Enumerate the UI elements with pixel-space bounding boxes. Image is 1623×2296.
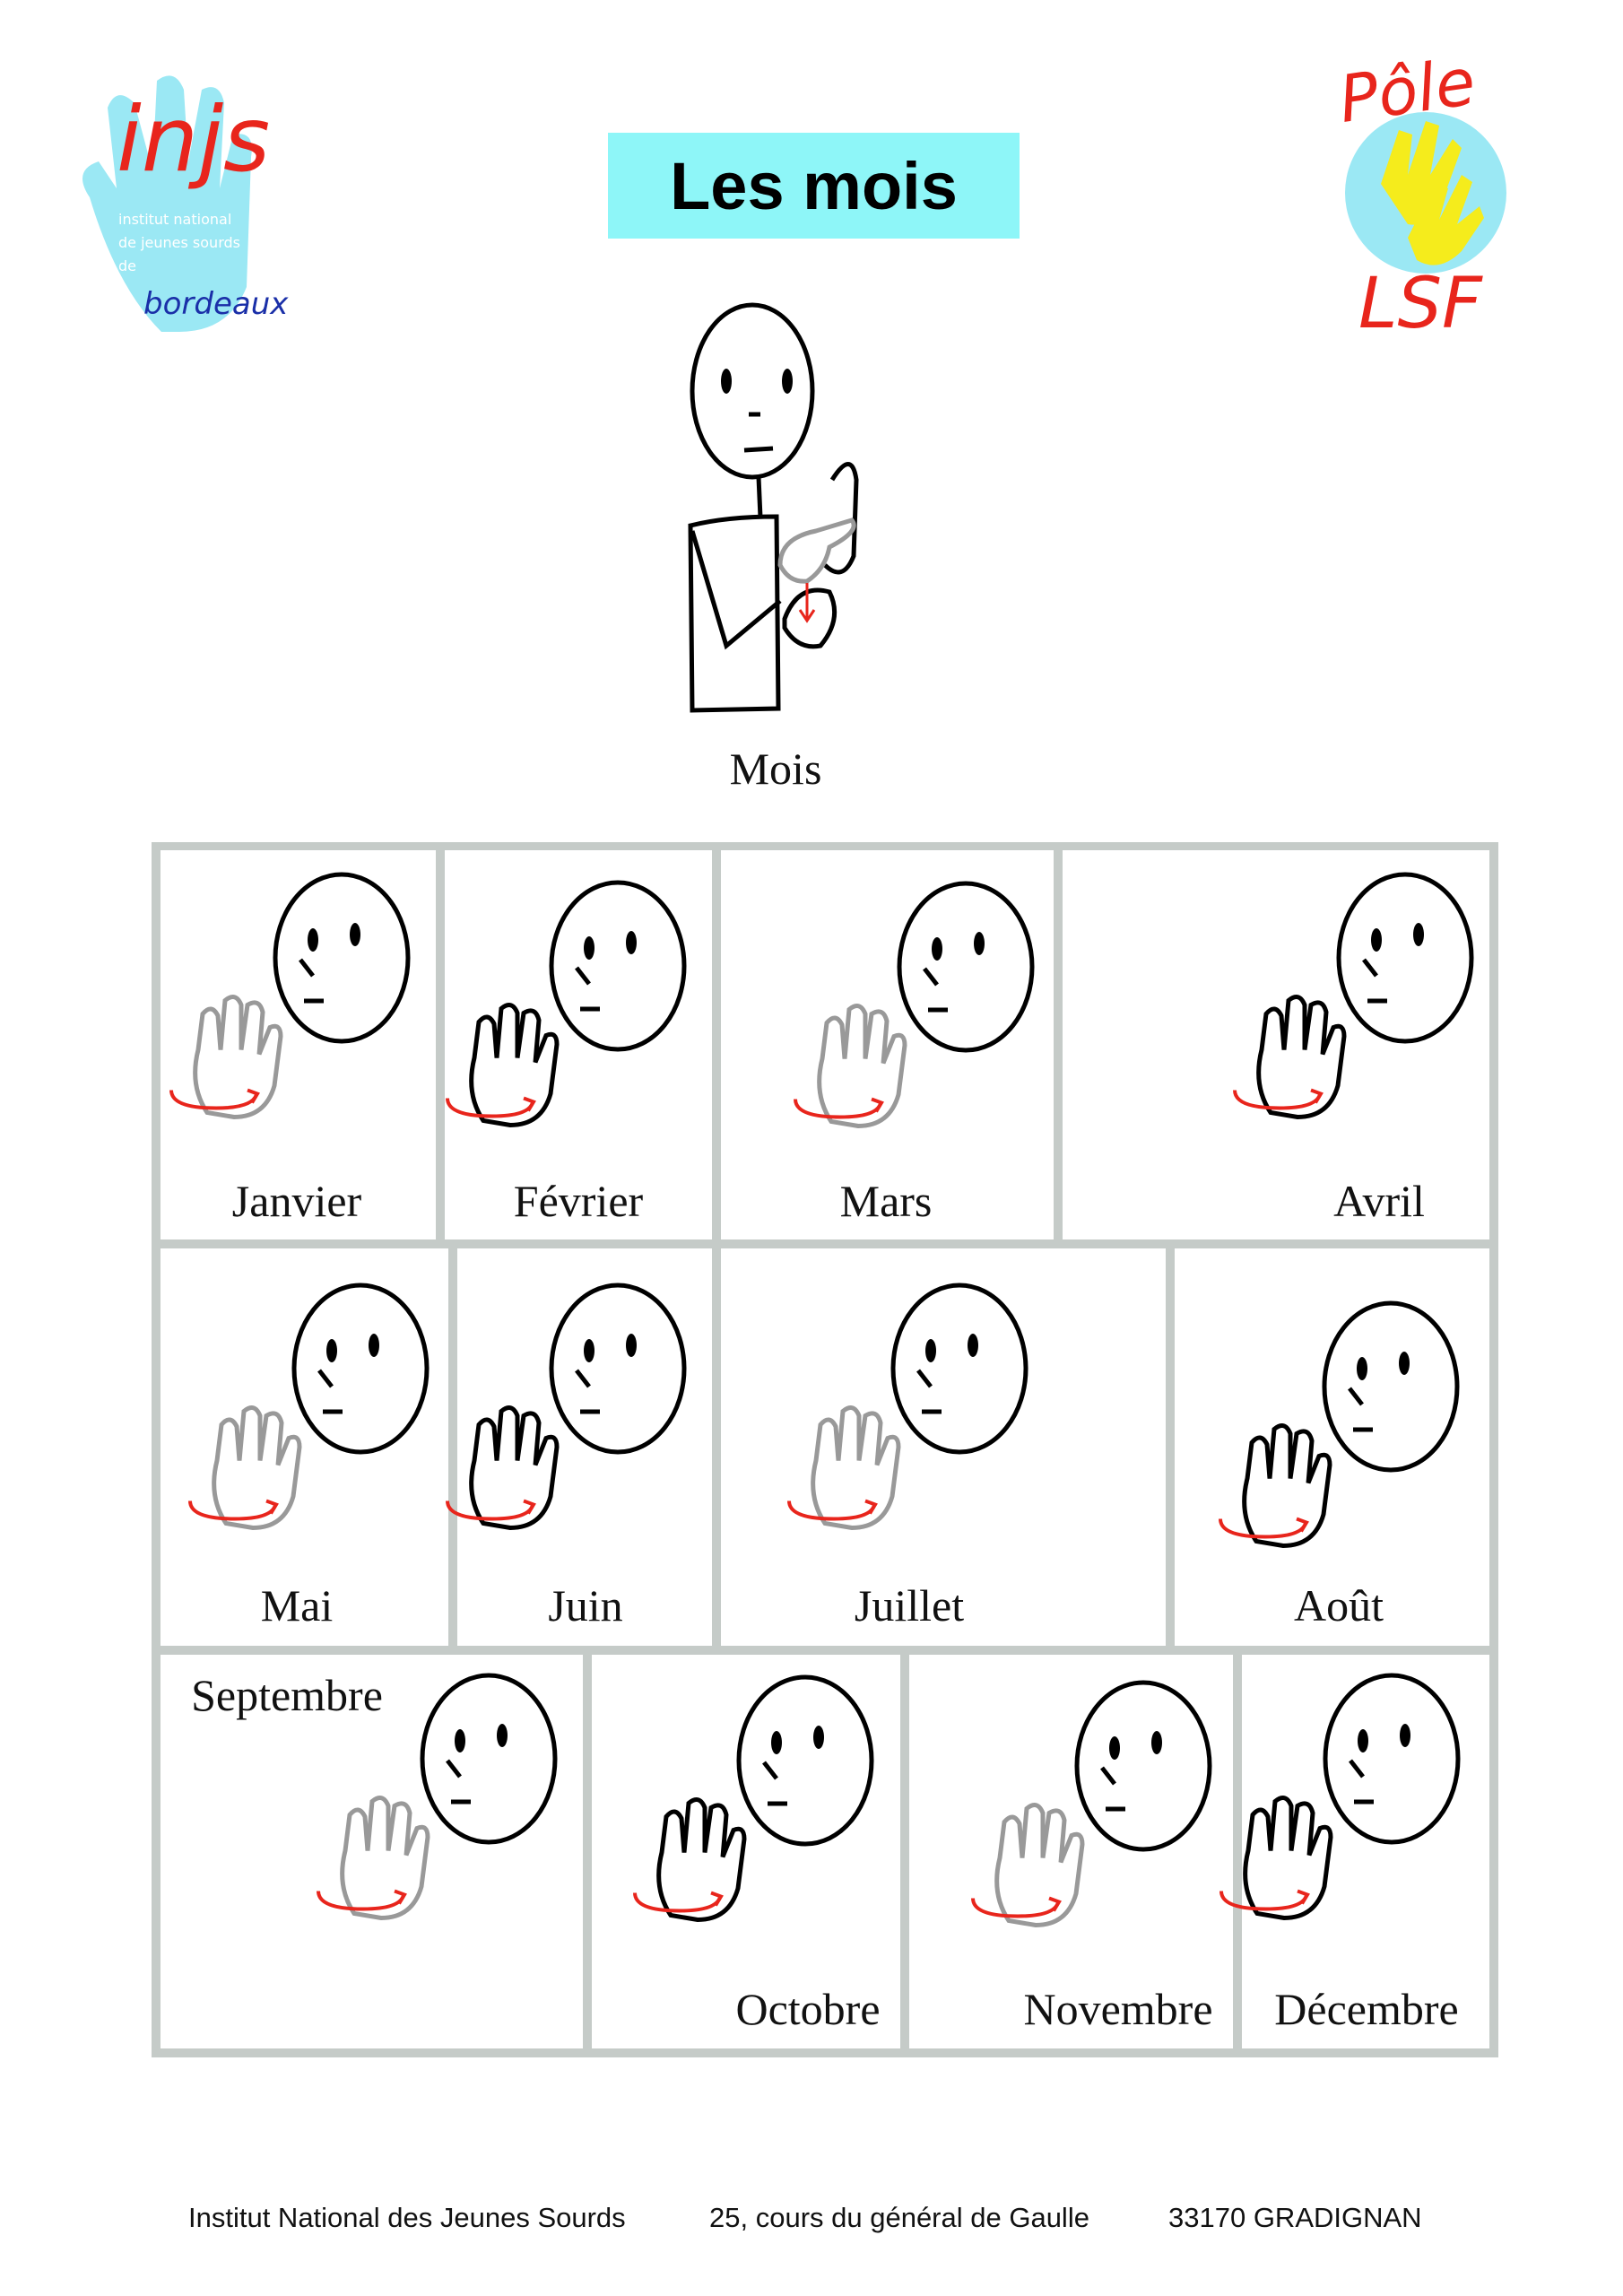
hand-sign-icon: [982, 1796, 1107, 1935]
footer-city: 33170 GRADIGNAN: [1168, 2202, 1422, 2233]
month-label: Avril: [1333, 1176, 1425, 1226]
face-icon: [733, 1673, 877, 1848]
hand-sign-icon: [1244, 987, 1369, 1126]
month-label: Août: [1294, 1580, 1384, 1631]
svg-text:de jeunes sourds: de jeunes sourds: [118, 234, 240, 251]
motion-arrow-icon: [309, 1865, 417, 1923]
month-label: Janvier: [231, 1176, 362, 1226]
footer-address: 25, cours du général de Gaulle: [709, 2202, 1089, 2233]
motion-arrow-icon: [438, 1072, 546, 1130]
motion-arrow-icon: [786, 1073, 894, 1131]
motion-arrow-icon: [964, 1872, 1072, 1930]
face-icon: [1333, 870, 1477, 1046]
month-label: Décembre: [1274, 1984, 1459, 2034]
month-label: Mai: [260, 1580, 334, 1631]
month-label: Septembre: [191, 1670, 383, 1720]
face-icon: [888, 1281, 1031, 1457]
face-icon: [546, 878, 690, 1054]
motion-arrow-icon: [626, 1866, 733, 1925]
motion-arrow-icon: [1226, 1064, 1333, 1122]
svg-text:injs: injs: [117, 87, 270, 192]
hand-sign-icon: [798, 1398, 924, 1537]
month-label: Mars: [839, 1176, 933, 1226]
injs-logo: injs institut national de jeunes sourds …: [54, 45, 359, 350]
motion-arrow-icon: [1212, 1865, 1320, 1923]
mois-label: Mois: [729, 744, 822, 794]
month-label: Juillet: [854, 1580, 965, 1631]
svg-text:LSF: LSF: [1358, 264, 1483, 344]
hand-sign-icon: [456, 1398, 582, 1537]
face-icon: [1072, 1678, 1215, 1854]
motion-arrow-icon: [780, 1474, 888, 1533]
month-label: Novembre: [1023, 1984, 1213, 2034]
face-icon: [270, 870, 413, 1046]
hand-sign-icon: [804, 996, 930, 1135]
svg-text:Pôle: Pôle: [1334, 44, 1480, 137]
hand-sign-icon: [180, 987, 306, 1126]
svg-text:bordeaux: bordeaux: [143, 286, 289, 322]
hand-logo-shape: injs institut national de jeunes sourds …: [82, 75, 289, 332]
pole-lsf-logo: Pôle LSF: [1327, 40, 1524, 345]
motion-arrow-icon: [438, 1474, 546, 1533]
month-label: Octobre: [735, 1984, 881, 2034]
face-icon: [894, 879, 1037, 1055]
month-label: Février: [513, 1176, 644, 1226]
motion-arrow-icon: [181, 1474, 289, 1533]
hand-sign-icon: [1230, 1788, 1356, 1927]
face-icon: [417, 1671, 560, 1847]
title-banner: Les mois: [608, 133, 1020, 239]
face-icon: [546, 1281, 690, 1457]
month-label: Juin: [548, 1580, 623, 1631]
motion-arrow-icon: [162, 1064, 270, 1122]
mois-sign-illustration: [664, 296, 986, 726]
hand-sign-icon: [456, 996, 582, 1135]
hand-sign-icon: [644, 1790, 769, 1929]
hand-sign-icon: [327, 1788, 453, 1927]
svg-text:de: de: [118, 257, 136, 274]
footer-institution: Institut National des Jeunes Sourds: [188, 2202, 626, 2233]
hand-sign-icon: [1229, 1416, 1355, 1555]
page-title: Les mois: [670, 148, 958, 223]
svg-text:institut national: institut national: [118, 211, 231, 228]
hand-sign-icon: [199, 1398, 325, 1537]
face-icon: [289, 1281, 432, 1457]
face-icon: [1319, 1299, 1462, 1474]
face-icon: [1320, 1671, 1463, 1847]
motion-arrow-icon: [1211, 1492, 1319, 1551]
